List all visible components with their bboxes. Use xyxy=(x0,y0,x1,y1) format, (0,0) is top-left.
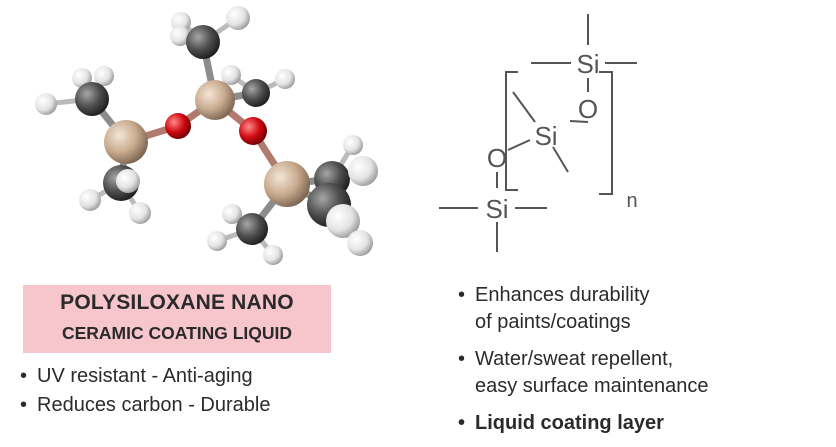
bullet: • xyxy=(458,412,466,434)
feature-item: • Enhances durability of paints/coatings xyxy=(458,282,828,336)
hydrogen-atom xyxy=(129,202,151,224)
bullet: • xyxy=(20,365,28,387)
feature-item: • Liquid coating layer xyxy=(458,410,828,437)
hydrogen-atom xyxy=(343,135,363,155)
hydrogen-atom xyxy=(347,230,373,256)
right-bracket xyxy=(599,71,613,195)
carbon-atom xyxy=(242,79,270,107)
hydrogen-atom xyxy=(94,66,114,86)
hydrogen-atom xyxy=(221,65,241,85)
carbon-atom xyxy=(75,82,109,116)
structural-formula: Si O Si O Si n xyxy=(439,14,638,252)
feature-text: Reduces carbon - Durable xyxy=(37,394,271,416)
hydrogen-atom xyxy=(207,231,227,251)
left-bracket xyxy=(505,71,518,191)
hydrogen-atom xyxy=(226,6,250,30)
bullet: • xyxy=(20,394,28,416)
product-title-line1: POLYSILOXANE NANO xyxy=(60,291,294,314)
left-feature-list: • UV resistant - Anti-aging • Reduces carb… xyxy=(20,363,380,421)
oxygen-atom xyxy=(165,113,191,139)
feature-item: • Reduces carbon - Durable xyxy=(20,392,380,421)
molecule-atoms xyxy=(35,6,378,265)
feature-text: UV resistant - Anti-aging xyxy=(37,365,253,387)
silicon-atom xyxy=(195,80,235,120)
bullet: • xyxy=(458,284,466,306)
o-atom-label: O xyxy=(487,143,507,173)
product-title-line2: CERAMIC COATING LIQUID xyxy=(61,323,293,343)
hydrogen-atom xyxy=(348,156,378,186)
silicon-atom xyxy=(264,161,310,207)
right-feature-list: •Enhances durability of paints/coatings … xyxy=(458,282,828,447)
feature-item: • UV resistant - Anti-aging xyxy=(20,363,380,392)
o-atom-label: O xyxy=(578,94,598,124)
hydrogen-atom xyxy=(263,245,283,265)
formula-bonds xyxy=(439,14,637,252)
carbon-atom xyxy=(236,213,268,245)
bullet: • xyxy=(458,348,466,370)
feature-text-continued: easy surface maintenance xyxy=(475,375,709,397)
product-title-badge: POLYSILOXANE NANO CERAMIC COATING LIQUID xyxy=(23,285,331,353)
hydrogen-atom xyxy=(275,69,295,89)
hydrogen-atom xyxy=(326,204,360,238)
si-atom-label: Si xyxy=(485,194,508,224)
hydrogen-atom xyxy=(116,169,140,193)
carbon-atom xyxy=(186,25,220,59)
repeat-unit-brackets xyxy=(505,71,613,195)
hydrogen-atom xyxy=(222,204,242,224)
hydrogen-atom xyxy=(35,93,57,115)
feature-text: Liquid coating layer xyxy=(475,412,664,434)
si-atom-label: Si xyxy=(576,49,599,79)
feature-item: • Water/sweat repellent, easy surface mai… xyxy=(458,346,828,400)
repeat-subscript: n xyxy=(626,190,637,212)
silicon-atom xyxy=(104,120,148,164)
feature-text: Enhances durability xyxy=(475,284,650,306)
molecule-3d-model xyxy=(35,6,378,265)
feature-text-continued: of paints/coatings xyxy=(475,311,631,333)
oxygen-atom xyxy=(239,117,267,145)
hydrogen-atom xyxy=(170,26,190,46)
hydrogen-atom xyxy=(79,189,101,211)
feature-text: Water/sweat repellent, xyxy=(475,348,674,370)
si-atom-label: Si xyxy=(534,121,557,151)
